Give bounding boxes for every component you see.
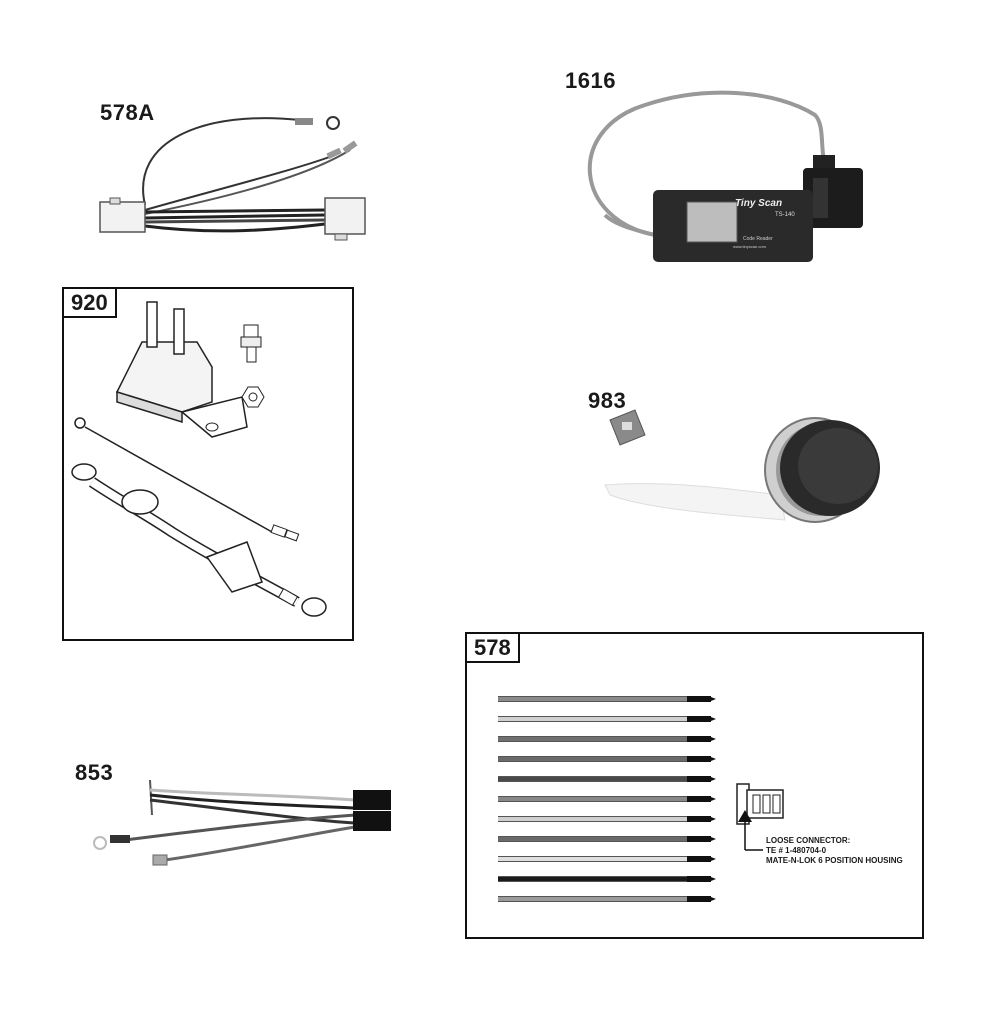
wire-8 <box>498 836 716 842</box>
wire-harness-853-image <box>93 779 391 866</box>
wire-4 <box>498 756 716 762</box>
loose-connector-note: LOOSE CONNECTOR: TE # 1-480704-0 MATE-N-… <box>766 836 903 866</box>
note-line-3: MATE-N-LOK 6 POSITION HOUSING <box>766 856 903 865</box>
device-caption: Code Reader <box>743 236 773 242</box>
part-number-853: 853 <box>75 760 114 785</box>
solenoid-kit-920-image <box>71 301 327 617</box>
part-920-panel: 920 <box>62 287 354 641</box>
wire-7 <box>498 816 716 822</box>
wire-11 <box>498 896 716 902</box>
wire-set-578-image <box>498 696 784 902</box>
wire-3 <box>498 736 716 742</box>
device-brand: Tiny Scan <box>735 198 782 209</box>
note-line-2: TE # 1-480704-0 <box>766 846 827 855</box>
wire-9 <box>498 856 716 862</box>
part-number-920: 920 <box>62 287 117 318</box>
wire-harness-578a-image <box>99 116 366 241</box>
wire-1 <box>498 696 716 702</box>
wire-5 <box>498 776 716 782</box>
indicator-light-983-image <box>604 409 880 523</box>
wire-2 <box>498 716 716 722</box>
part-578-panel: 578 <box>465 632 924 939</box>
code-reader-1616-image: Tiny Scan TS-140 Code Reader www.tinysca… <box>588 90 863 262</box>
loose-connector-icon <box>736 783 784 851</box>
part-number-578: 578 <box>465 632 520 663</box>
note-line-1: LOOSE CONNECTOR: <box>766 836 851 845</box>
part-number-578a: 578A <box>100 100 155 125</box>
part-number-1616: 1616 <box>565 68 616 93</box>
device-url: www.tinyscan.com <box>733 244 767 249</box>
wire-6 <box>498 796 716 802</box>
wire-10 <box>498 876 716 882</box>
device-model: TS-140 <box>775 212 795 218</box>
part-number-983: 983 <box>588 388 627 413</box>
